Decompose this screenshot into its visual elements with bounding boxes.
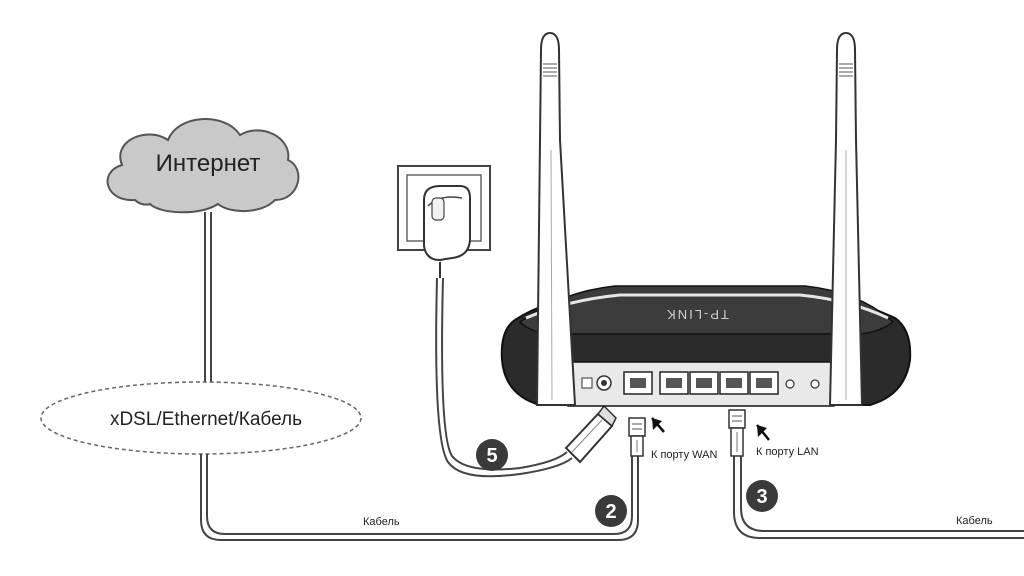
cable-left-label: Кабель <box>363 516 400 528</box>
antenna-right <box>828 31 864 406</box>
connection-type-label: xDSL/Ethernet/Кабель <box>110 409 302 430</box>
step-badge-5: 5 <box>476 439 508 471</box>
step-number-5: 5 <box>486 445 497 467</box>
arrow-icon <box>652 418 662 430</box>
wan-port <box>623 371 653 395</box>
cloud-label: Интернет <box>156 150 261 177</box>
lan-port-1 <box>659 371 689 395</box>
lan-port-4 <box>749 371 779 395</box>
step-badge-2: 2 <box>595 495 627 527</box>
lan-connector <box>728 409 746 457</box>
wan-port-callout: К порту WAN <box>651 417 717 461</box>
lan-port-callout: К порту LAN <box>756 424 819 458</box>
internet-cloud: Интернет <box>106 118 300 214</box>
step-number-2: 2 <box>605 501 616 523</box>
step-badge-3: 3 <box>746 480 778 512</box>
power-adapter <box>423 185 471 278</box>
cable-right-label: Кабель <box>956 515 993 527</box>
power-cord <box>435 277 573 478</box>
wan-connector <box>628 417 646 457</box>
router: TP-LINK <box>500 285 912 407</box>
step-number-3: 3 <box>756 486 767 508</box>
wan-cable: Кабель <box>200 454 639 541</box>
wan-port-label: К порту WAN <box>651 449 717 461</box>
arrow-icon <box>757 425 767 437</box>
antenna-left <box>535 31 577 406</box>
connection-type-ellipse: xDSL/Ethernet/Кабель <box>40 381 362 455</box>
lan-cable: Кабель <box>733 455 1024 539</box>
lan-port-label: К порту LAN <box>756 446 819 458</box>
power-plug <box>564 404 617 464</box>
router-brand: TP-LINK <box>665 307 729 322</box>
lan-port-3 <box>719 371 749 395</box>
lan-port-2 <box>689 371 719 395</box>
internet-line <box>204 212 212 384</box>
